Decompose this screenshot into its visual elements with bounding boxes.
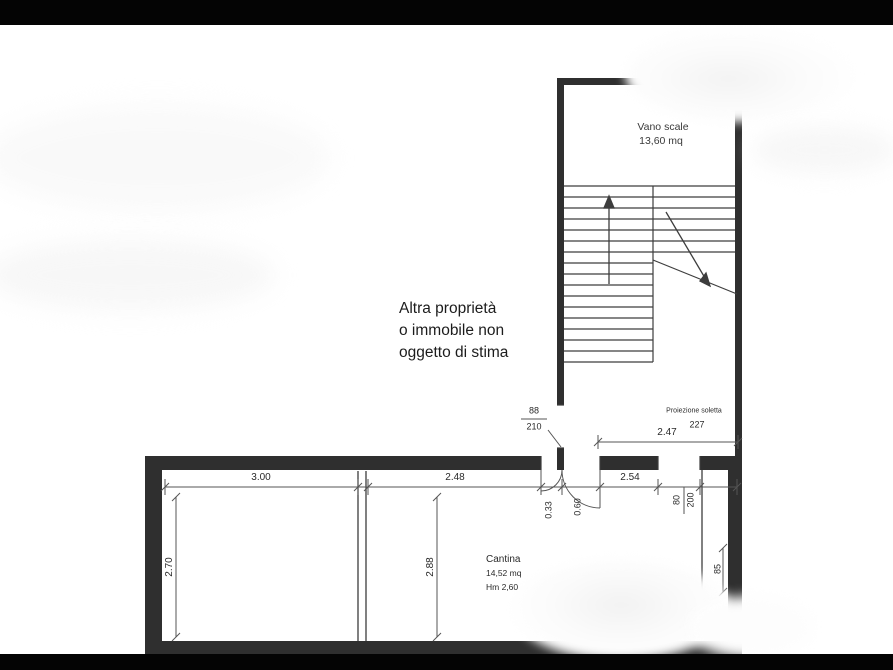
watermark-blur-patch-top-right: [625, 26, 855, 122]
watermark-blur-patch-bottom: [512, 560, 730, 660]
watermark-blur-patch-bottom-right: [688, 596, 813, 658]
stairs: [564, 185, 738, 363]
cantina-label: Cantina: [486, 554, 521, 565]
watermark-blur-patch-left-lower: [0, 240, 275, 310]
top-letterbox-bar: [0, 0, 893, 25]
note-line-3: oggetto di stima: [399, 344, 509, 361]
door1-height-label: 210: [526, 421, 542, 432]
soletta-label: Proiezione soletta: [666, 407, 722, 415]
dim-room1-width: 3.00: [251, 472, 271, 483]
door1-width-label: 88: [528, 405, 540, 416]
door2-height-label: 200: [685, 492, 696, 508]
soletta-value-label: 227: [689, 419, 705, 430]
note-line-1: Altra proprietà: [399, 300, 497, 317]
cantina-area-label: 14,52 mq: [486, 568, 522, 578]
dim-room2-depth: 2.88: [425, 557, 436, 577]
bottom-letterbox-bar: [0, 654, 893, 670]
stairwell-label: Vano scale: [637, 120, 689, 133]
stair-direction-arrows: [603, 194, 712, 288]
dim-room3-width: 2.54: [620, 472, 640, 483]
dim-room2-width: 2.48: [445, 472, 465, 483]
door2-width-label: 80: [671, 494, 682, 506]
other-property-note: Altra proprietà o immobile non oggetto d…: [399, 298, 508, 364]
dim-right-niche: 85: [712, 563, 723, 575]
watermark-blur-patch-right: [752, 126, 893, 174]
dim-corridor-width: 0.60: [572, 498, 583, 516]
stairwell-area-label: 13,60 mq: [639, 134, 683, 147]
dim-room1-depth: 2.70: [164, 557, 175, 577]
note-line-2: o immobile non: [399, 322, 505, 339]
dim-stairwell-width: 2.47: [657, 427, 677, 438]
watermark-blur-patch-left-upper: [0, 104, 330, 212]
cantina-height-label: Hm 2,60: [486, 582, 519, 592]
dim-pier-width: 0.33: [543, 501, 554, 519]
door-jambs: [540, 404, 701, 470]
